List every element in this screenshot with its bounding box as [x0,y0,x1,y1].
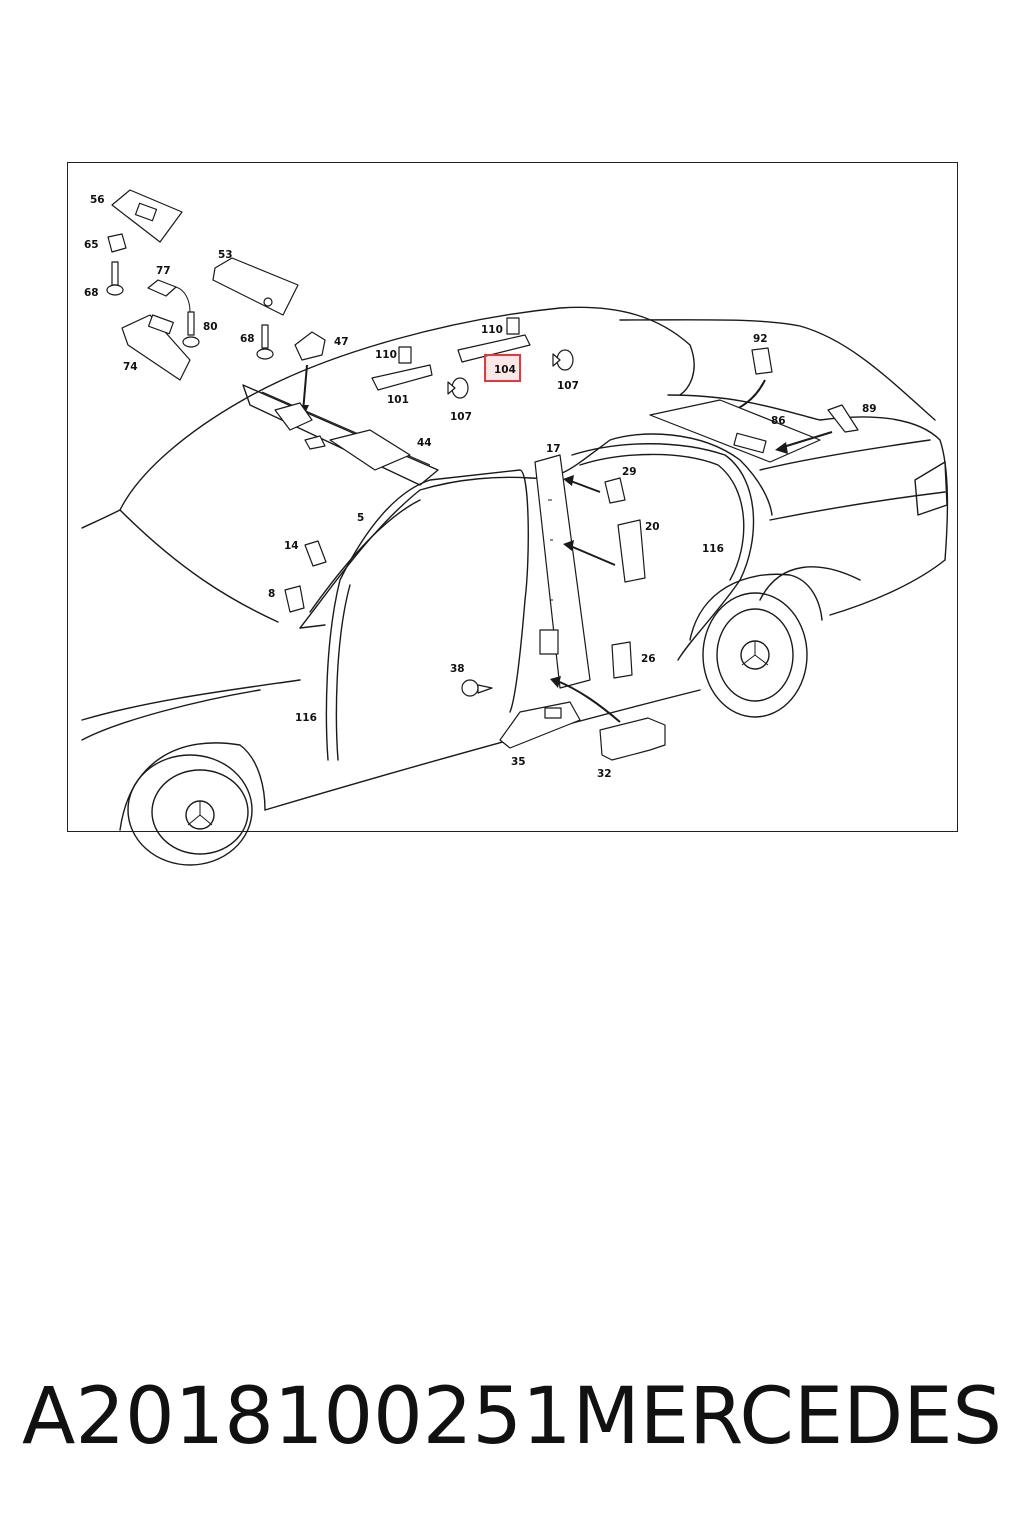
grab-handle-104 [457,317,531,363]
label-65: 65 [84,239,99,251]
label-29: 29 [622,466,637,478]
label-74: 74 [123,361,138,373]
bracket-32 [550,676,666,761]
label-107-left: 107 [450,411,472,423]
label-68-right: 68 [240,333,255,345]
label-68-left: 68 [84,287,99,299]
sill-trim-35 [499,701,581,749]
label-116-front: 116 [295,712,317,724]
brand-name: MERCEDES [572,1372,1003,1462]
label-56: 56 [90,194,105,206]
label-80: 80 [203,321,218,333]
screw-38 [461,679,493,697]
dome-light-44 [274,402,411,471]
label-5: 5 [357,512,364,524]
label-38: 38 [450,663,465,675]
door-seal-116-rear [571,443,755,661]
part-number: A2018100251 [22,1372,572,1462]
sun-visor-56 [111,189,183,243]
label-53: 53 [218,249,233,261]
b-pillar-17 [534,454,591,689]
label-92: 92 [753,333,768,345]
label-20: 20 [645,521,660,533]
grab-handle-101 [371,346,433,391]
label-17: 17 [546,443,561,455]
sun-visor-53 [212,257,299,316]
label-35: 35 [511,756,526,768]
label-110-left: 110 [375,349,397,361]
label-8: 8 [268,588,275,600]
clip-14 [304,540,327,567]
clip-65 [107,233,127,253]
clip-8 [284,585,305,613]
label-110-right: 110 [481,324,503,336]
label-89: 89 [862,403,877,415]
label-14: 14 [284,540,299,552]
label-107-right: 107 [557,380,579,392]
label-32: 32 [597,768,612,780]
screw-80 [182,311,200,348]
highlighted-callout-104: 104 [484,354,521,382]
bracket-77 [147,279,191,313]
label-104: 104 [494,364,516,376]
screw-107-right [552,349,574,371]
rear-shelf-86 [649,399,821,463]
door-seal-116-front [325,469,529,761]
label-116-rear: 116 [702,543,724,555]
cover-89 [775,404,859,454]
part-26 [611,641,633,679]
label-47: 47 [334,336,349,348]
label-77: 77 [156,265,171,277]
part-20 [563,519,646,583]
label-86: 86 [771,415,786,427]
car-body-outline [81,306,949,866]
callout-labels: 56 65 68 77 53 80 74 68 47 110 110 101 1… [84,194,877,780]
screw-68-right [256,324,274,360]
mirror-74 [121,314,191,381]
label-101: 101 [387,394,409,406]
screw-107-left [447,377,469,399]
label-44: 44 [417,437,432,449]
part-29 [563,475,626,504]
label-26: 26 [641,653,656,665]
screw-68-left [106,261,124,296]
